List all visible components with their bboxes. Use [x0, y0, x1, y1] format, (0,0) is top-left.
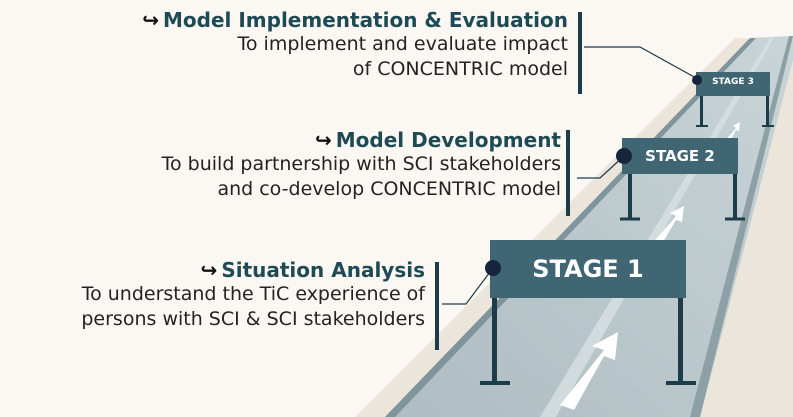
dot-stage-2	[616, 148, 632, 164]
sign-label-stage-2: STAGE 2	[645, 147, 715, 165]
stage-3-desc-line-2: of CONCENTRIC model	[352, 57, 568, 80]
stage-2-text: ↪Model Development To build partnership …	[162, 128, 561, 201]
stage-1-heading: ↪Situation Analysis	[200, 258, 425, 282]
hook-arrow-icon: ↪	[315, 128, 332, 152]
stage-2-desc-line-1: To build partnership with SCI stakeholde…	[161, 153, 561, 175]
dot-stage-1	[485, 260, 501, 276]
sign-stage-1	[490, 240, 686, 298]
hook-arrow-icon: ↪	[200, 258, 218, 282]
road-edge-left	[385, 38, 756, 417]
stage-1-desc-line-2: persons with SCI & SCI stakeholders	[81, 307, 425, 330]
stage-2-desc-line-2: and co-develop CONCENTRIC model	[217, 177, 561, 200]
connector-stage-2	[577, 155, 625, 179]
hurdle-stage-1	[480, 240, 696, 385]
connector-stage-3	[584, 46, 697, 79]
sign-stage-2	[622, 138, 738, 174]
stage-2-divider	[566, 130, 570, 216]
road-arrow-1	[560, 332, 618, 410]
lane-stripe	[540, 38, 774, 417]
sign-stage-3	[696, 72, 770, 96]
road	[385, 36, 793, 417]
hook-arrow-icon: ↪	[142, 8, 159, 32]
road-arrow-3	[725, 122, 740, 143]
hurdle-stage-3	[696, 72, 774, 127]
stage-1-divider	[435, 262, 439, 350]
stage-1-text: ↪Situation Analysis To understand the Ti…	[81, 258, 425, 331]
stage-3-heading: ↪Model Implementation & Evaluation	[142, 8, 568, 32]
sign-label-stage-3: STAGE 3	[712, 77, 754, 87]
connector-stage-1	[442, 267, 494, 305]
stage-1-desc-line-1: To understand the TiC experience of	[81, 283, 425, 305]
stage-3-desc-line-1: To implement and evaluate impact	[237, 33, 568, 55]
stage-3-text: ↪Model Implementation & Evaluation To im…	[142, 8, 568, 81]
dot-stage-3	[692, 75, 702, 85]
sign-label-stage-1: STAGE 1	[532, 255, 644, 283]
stage-3-divider	[578, 12, 582, 94]
stage-2-heading: ↪Model Development	[315, 128, 561, 152]
road-edge-right	[690, 36, 793, 417]
hurdle-stage-2	[620, 138, 745, 221]
road-arrow-2	[652, 206, 684, 247]
